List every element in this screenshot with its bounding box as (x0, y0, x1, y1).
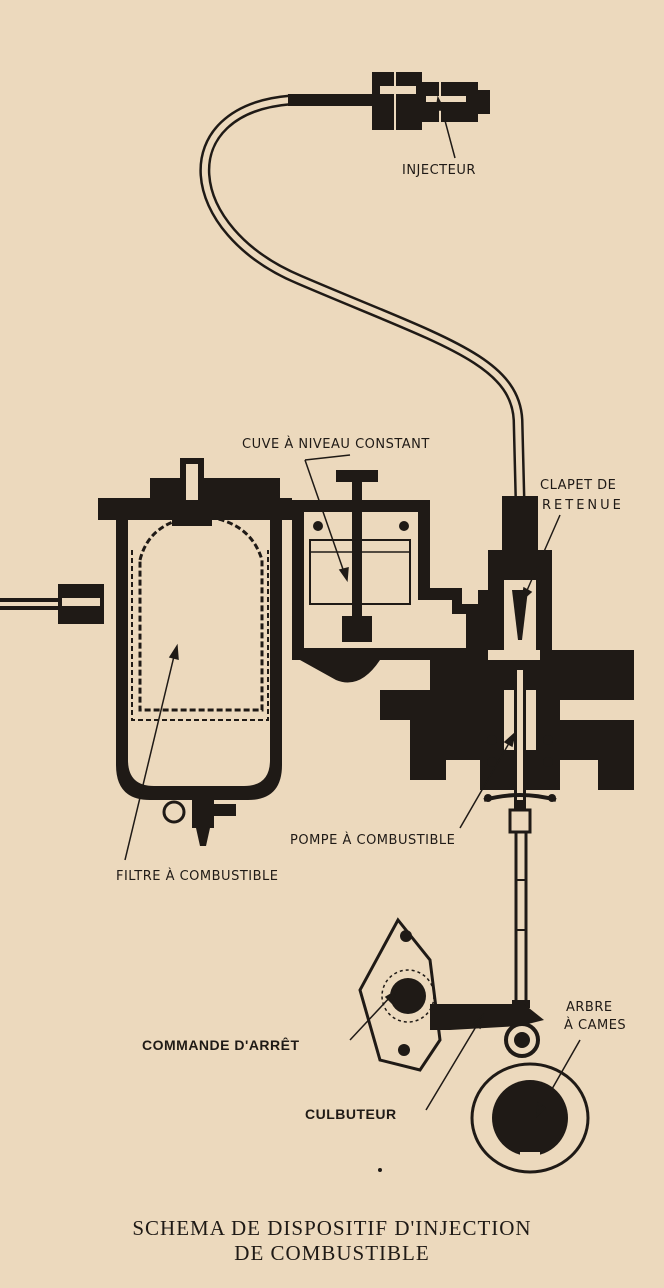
label-clapet-line2: RETENUE (542, 498, 624, 513)
label-commande: COMMANDE D'ARRÊT (142, 1037, 300, 1053)
label-pompe: POMPE À COMBUSTIBLE (290, 833, 456, 848)
stop-control (358, 917, 442, 1072)
inlet-pipe (0, 584, 104, 624)
caption-line2: DE COMBUSTIBLE (234, 1241, 430, 1265)
camshaft (470, 1062, 590, 1174)
push-rod (508, 808, 532, 1008)
label-filtre: FILTRE À COMBUSTIBLE (116, 869, 279, 884)
caption-line1: SCHEMA DE DISPOSITIF D'INJECTION (132, 1216, 532, 1240)
label-culbuteur: CULBUTEUR (305, 1106, 397, 1122)
label-injecteur: INJECTEUR (402, 163, 476, 178)
label-arbre-line2: À CAMES (564, 1018, 627, 1033)
fuel-filter (98, 458, 292, 846)
label-arbre-line1: ARBRE (566, 1000, 613, 1015)
rocker-arm (430, 1004, 544, 1058)
label-cuve: CUVE À NIVEAU CONSTANT (242, 437, 430, 452)
constant-level-bowl (292, 470, 478, 683)
leader-lines (124, 95, 581, 1118)
label-clapet-line1: CLAPET DE (540, 478, 617, 493)
fuel-pump (380, 496, 634, 810)
injector (288, 72, 490, 130)
